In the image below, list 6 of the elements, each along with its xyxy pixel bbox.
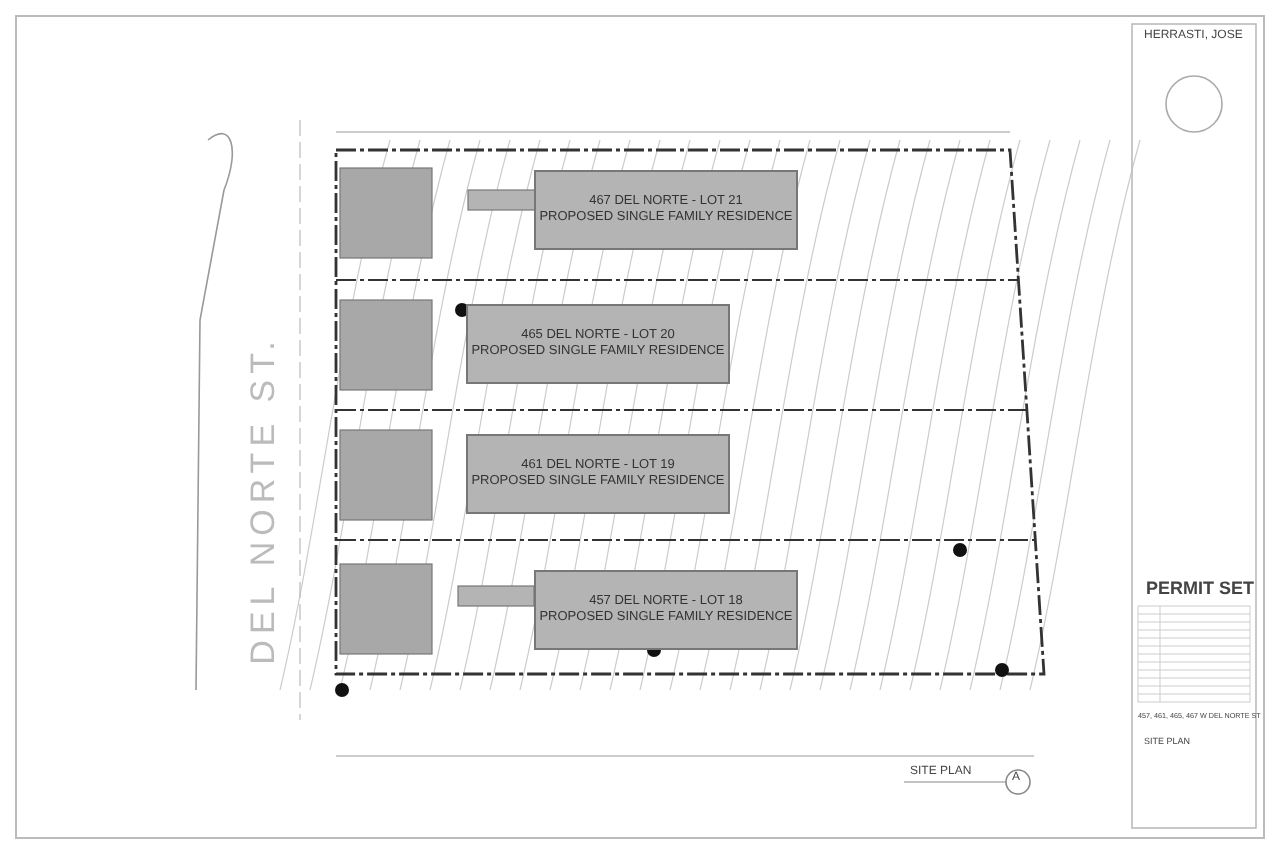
sheet-status: PERMIT SET	[1146, 578, 1255, 598]
house-footprint	[466, 304, 730, 384]
house-footprint	[534, 570, 798, 650]
house-footprint	[466, 434, 730, 514]
street-name: DEL NORTE ST.	[244, 335, 284, 665]
house-footprint	[534, 170, 798, 250]
